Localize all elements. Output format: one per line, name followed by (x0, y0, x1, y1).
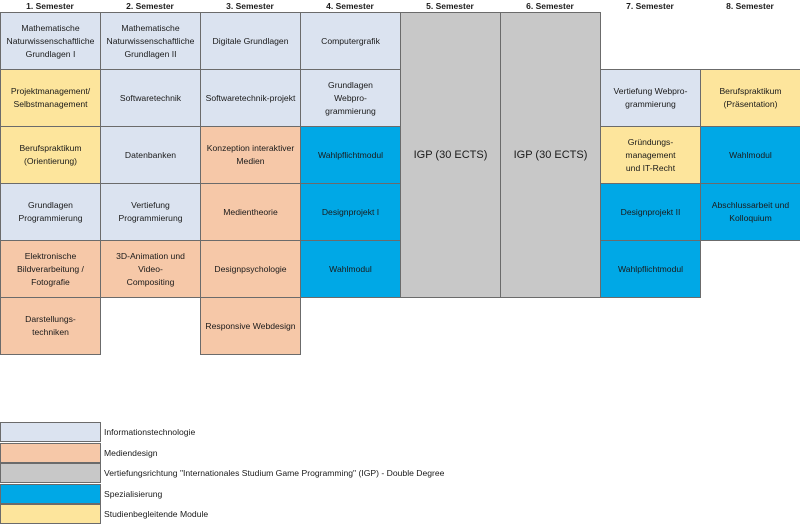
module-cell-spec: Designprojekt II (600, 183, 701, 241)
module-cell-spec: Abschlussarbeit und Kolloquium (700, 183, 800, 241)
module-cell-media: Elektronische Bildverarbeitung / Fotogra… (0, 240, 101, 298)
module-cell-it: Mathematische Naturwissenschaftliche Gru… (0, 12, 101, 70)
module-cell-it: Digitale Grundlagen (200, 12, 301, 70)
legend-label: Mediendesign (104, 447, 158, 458)
module-cell-study: Gründungs-management und IT-Recht (600, 126, 701, 184)
module-cell-media: Medientheorie (200, 183, 301, 241)
legend-swatch (0, 422, 101, 442)
semester-header: 8. Semester (726, 1, 774, 11)
semester-header: 2. Semester (126, 1, 174, 11)
module-cell-it: Computergrafik (300, 12, 401, 70)
module-cell-it: Grundlagen Programmierung (0, 183, 101, 241)
module-cell-it: Softwaretechnik (100, 69, 201, 127)
module-cell-it: Mathematische Naturwissenschaftliche Gru… (100, 12, 201, 70)
semester-header: 5. Semester (426, 1, 474, 11)
module-cell-study: Berufspraktikum (Präsentation) (700, 69, 800, 127)
module-cell-it: Softwaretechnik-projekt (200, 69, 301, 127)
module-cell-it: Vertiefung Programmierung (100, 183, 201, 241)
module-cell-media: Darstellungs- techniken (0, 297, 101, 355)
legend-label: Studienbegleitende Module (104, 509, 209, 519)
module-cell-it: Datenbanken (100, 126, 201, 184)
semester-header: 3. Semester (226, 1, 274, 11)
semester-header: 7. Semester (626, 1, 674, 11)
legend-label: Informationstechnologie (104, 427, 196, 437)
module-cell-it: Grundlagen Webpro- grammierung (300, 69, 401, 127)
module-cell-spec: Wahlmodul (700, 126, 800, 184)
legend-swatch (0, 442, 101, 463)
module-cell-igp: IGP (30 ECTS) (500, 12, 601, 298)
legend-swatch (0, 504, 101, 524)
module-cell-spec: Wahlpflichtmodul (300, 126, 401, 184)
module-cell-spec: Wahlmodul (300, 240, 401, 298)
legend-swatch (0, 463, 101, 483)
semester-header: 1. Semester (26, 1, 74, 11)
module-cell-spec: Designprojekt I (300, 183, 401, 241)
module-cell-igp: IGP (30 ECTS) (400, 12, 501, 298)
module-cell-study: Projektmanagement/ Selbstmanagement (0, 69, 101, 127)
semester-header: 6. Semester (526, 1, 574, 11)
semester-header: 4. Semester (326, 1, 374, 11)
legend-label: Vertiefungsrichtung "Internationales Stu… (104, 468, 445, 478)
module-cell-media: 3D-Animation und Video- Compositing (100, 240, 201, 298)
legend-label: Spezialisierung (104, 488, 163, 499)
module-cell-media: Responsive Webdesign (200, 297, 301, 355)
module-cell-it: Vertiefung Webpro- grammierung (600, 69, 701, 127)
module-cell-media: Konzeption interaktiver Medien (200, 126, 301, 184)
module-cell-study: Berufspraktikum (Orientierung) (0, 126, 101, 184)
module-cell-media: Designpsychologie (200, 240, 301, 298)
legend-swatch (0, 483, 101, 504)
module-cell-spec: Wahlpflichtmodul (600, 240, 701, 298)
